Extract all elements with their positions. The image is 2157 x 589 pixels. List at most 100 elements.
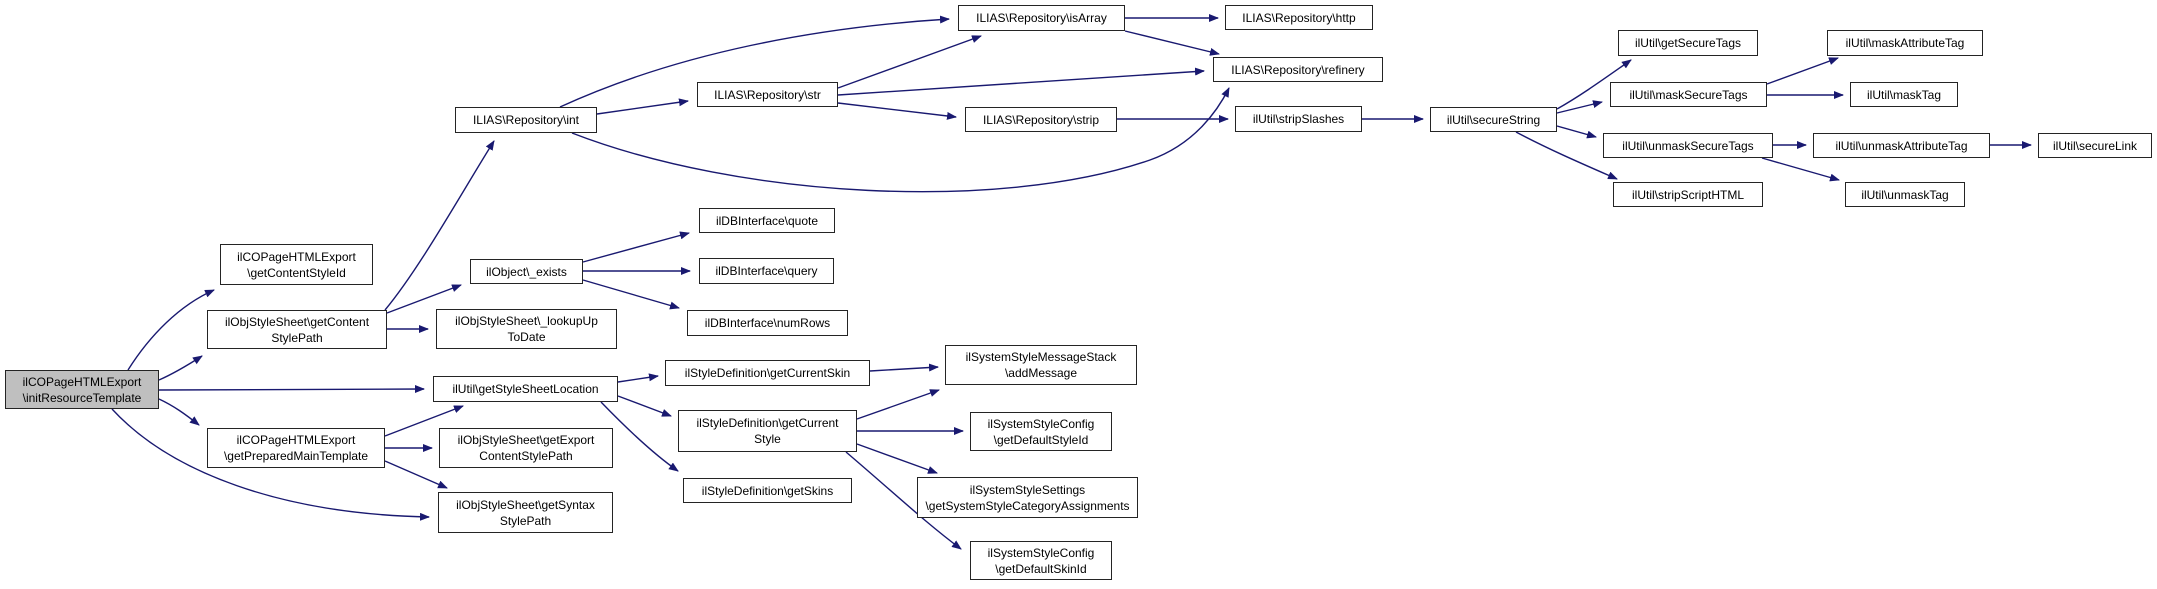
graph-node-label: ilStyleDefinition\getCurrent — [696, 416, 839, 430]
graph-node-label: ContentStylePath — [479, 449, 573, 463]
graph-node-label: ILIAS\Repository\int — [472, 113, 580, 127]
graph-node-label: ilCOPageHTMLExport — [236, 433, 356, 447]
edge-initResourceTemplate-to-getSyntaxStylePath — [111, 408, 430, 521]
graph-node-str[interactable]: ILIAS\Repository\str — [697, 82, 838, 107]
edge-getCurrentStyle-to-categoryAssignments — [856, 443, 938, 474]
graph-node-exists[interactable]: ilObject\_exists — [470, 259, 583, 284]
graph-node-isArray[interactable]: ILIAS\Repository\isArray — [958, 5, 1125, 31]
graph-node-label: \getContentStyleId — [247, 265, 346, 280]
edge-maskSecureTags-to-maskAttributeTag — [1766, 57, 1839, 85]
graph-node-label: ilUtil\unmaskAttributeTag — [1835, 138, 1968, 153]
edge-initResourceTemplate-to-getContentStyleId — [127, 289, 215, 371]
edge-getStyleSheetLocation-to-getSkins — [600, 401, 679, 472]
graph-node-getStyleSheetLocation[interactable]: ilUtil\getStyleSheetLocation — [433, 376, 618, 402]
edge-getContentStylePath-to-exists — [386, 284, 462, 314]
graph-node-label: ILIAS\Repository\strip — [982, 112, 1100, 127]
graph-node-label: StylePath — [499, 513, 552, 528]
edge-getCurrentStyle-to-addMessage — [856, 389, 940, 420]
edge-exists-to-numRows — [582, 279, 680, 310]
edge-secureString-to-getSecureTags — [1556, 59, 1632, 110]
graph-node-label: ilObjStyleSheet\getExport — [457, 433, 595, 447]
graph-node-unmaskTag[interactable]: ilUtil\unmaskTag — [1845, 182, 1965, 207]
graph-node-label: \initResourceTemplate — [22, 390, 142, 405]
graph-node-categoryAssignments[interactable]: ilSystemStyleSettings\getSystemStyleCate… — [917, 477, 1138, 518]
graph-node-label: ilObjStyleSheet\_lookupUp — [455, 314, 598, 328]
graph-node-numRows[interactable]: ilDBInterface\numRows — [687, 310, 848, 336]
graph-node-label: ilUtil\maskAttributeTag — [1845, 36, 1965, 50]
graph-node-label: \getPreparedMainTemplate — [223, 449, 369, 463]
graph-node-stripSlashes[interactable]: ilUtil\stripSlashes — [1235, 106, 1362, 132]
graph-node-maskTag[interactable]: ilUtil\maskTag — [1850, 82, 1958, 107]
graph-node-initResourceTemplate[interactable]: ilCOPageHTMLExport\initResourceTemplate — [5, 370, 159, 409]
edge-getContentStylePath-to-int — [384, 140, 495, 311]
edge-unmaskSecureTags-to-unmaskTag — [1761, 157, 1840, 182]
graph-node-label: ilUtil\secureString — [1446, 112, 1541, 127]
edge-str-to-isArray — [837, 35, 982, 89]
graph-node-unmaskAttributeTag[interactable]: ilUtil\unmaskAttributeTag — [1813, 133, 1990, 158]
graph-node-query[interactable]: ilDBInterface\query — [699, 258, 834, 284]
edge-isArray-to-refinery — [1124, 30, 1220, 56]
graph-node-label: ilUtil\maskSecureTags — [1629, 87, 1748, 102]
graph-node-getCurrentSkin[interactable]: ilStyleDefinition\getCurrentSkin — [665, 360, 870, 386]
edge-initResourceTemplate-to-getContentStylePath — [158, 355, 203, 381]
graph-node-getDefaultStyleId[interactable]: ilSystemStyleConfig\getDefaultStyleId — [970, 412, 1112, 451]
graph-node-secureString[interactable]: ilUtil\secureString — [1430, 107, 1557, 132]
graph-node-int[interactable]: ILIAS\Repository\int — [455, 107, 597, 133]
graph-node-label: ilSystemStyleSettings — [969, 482, 1086, 497]
graph-node-label: \getDefaultStyleId — [993, 432, 1089, 447]
graph-node-getSkins[interactable]: ilStyleDefinition\getSkins — [683, 478, 852, 503]
graph-node-quote[interactable]: ilDBInterface\quote — [699, 208, 835, 233]
graph-node-label: Style — [754, 432, 781, 446]
edge-group — [111, 14, 2032, 550]
graph-node-label: ilUtil\secureLink — [2052, 138, 2138, 153]
graph-node-getDefaultSkinId[interactable]: ilSystemStyleConfig\getDefaultSkinId — [970, 541, 1112, 580]
graph-node-label: ilStyleDefinition\getCurrentSkin — [684, 366, 851, 380]
graph-node-label: \getDefaultSkinId — [995, 561, 1087, 576]
graph-node-label: ilSystemStyleConfig — [987, 416, 1095, 431]
graph-node-getSecureTags[interactable]: ilUtil\getSecureTags — [1618, 30, 1758, 56]
edge-secureString-to-unmaskSecureTags — [1556, 125, 1597, 139]
graph-node-label: \addMessage — [1004, 366, 1078, 380]
graph-node-refinery[interactable]: ILIAS\Repository\refinery — [1213, 57, 1383, 82]
graph-node-label: ilSystemStyleMessageStack — [965, 350, 1117, 364]
graph-node-label: ilDBInterface\numRows — [704, 316, 831, 330]
edge-exists-to-quote — [582, 231, 690, 263]
graph-node-secureLink[interactable]: ilUtil\secureLink — [2038, 133, 2152, 158]
graph-node-label: ilUtil\stripSlashes — [1252, 112, 1345, 126]
graph-node-maskAttributeTag[interactable]: ilUtil\maskAttributeTag — [1827, 30, 1983, 56]
graph-node-label: ilUtil\unmaskSecureTags — [1622, 138, 1754, 153]
graph-node-maskSecureTags[interactable]: ilUtil\maskSecureTags — [1610, 82, 1767, 107]
graph-node-unmaskSecureTags[interactable]: ilUtil\unmaskSecureTags — [1603, 133, 1773, 158]
edge-getCurrentSkin-to-addMessage — [869, 363, 939, 372]
graph-node-label: ilDBInterface\query — [715, 264, 818, 278]
graph-node-label: ilDBInterface\quote — [715, 213, 819, 228]
graph-node-label: ILIAS\Repository\str — [714, 87, 821, 102]
graph-node-label: ilUtil\stripScriptHTML — [1631, 187, 1744, 202]
graph-node-label: ilStyleDefinition\getSkins — [701, 483, 834, 498]
graph-node-addMessage[interactable]: ilSystemStyleMessageStack \addMessage — [945, 345, 1137, 385]
edge-secureString-to-stripScriptHTML — [1515, 131, 1618, 180]
graph-node-label: ilSystemStyleConfig — [987, 545, 1095, 560]
edge-initResourceTemplate-to-getPreparedMainTemplate — [158, 398, 200, 426]
graph-node-label: ilObject\_exists — [486, 264, 567, 279]
graph-node-label: ilCOPageHTMLExport — [237, 249, 356, 264]
edge-getStyleSheetLocation-to-getCurrentStyle — [617, 395, 672, 417]
edge-str-to-strip — [837, 102, 957, 120]
graph-node-strip[interactable]: ILIAS\Repository\strip — [965, 107, 1117, 132]
edge-getStyleSheetLocation-to-getCurrentSkin — [617, 373, 659, 383]
edge-int-to-str — [596, 98, 689, 115]
graph-node-label: ilUtil\maskTag — [1866, 87, 1941, 102]
graph-node-getPreparedMainTemplate[interactable]: ilCOPageHTMLExport \getPreparedMainTempla… — [207, 428, 385, 468]
edge-str-to-refinery — [837, 67, 1205, 96]
graph-node-stripScriptHTML[interactable]: ilUtil\stripScriptHTML — [1613, 182, 1763, 207]
graph-node-getContentStyleId[interactable]: ilCOPageHTMLExport\getContentStyleId — [220, 244, 373, 285]
graph-node-http[interactable]: ILIAS\Repository\http — [1225, 5, 1373, 30]
graph-node-label: ilObjStyleSheet\getSyntax — [456, 497, 595, 512]
